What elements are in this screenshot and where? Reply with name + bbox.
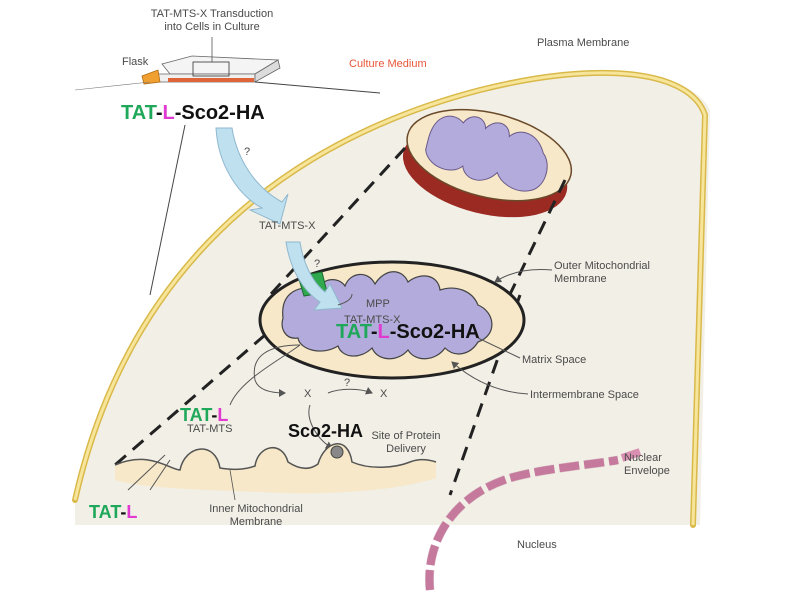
nucleus-label: Nucleus — [517, 539, 557, 551]
question-mark-3: ? — [344, 377, 351, 389]
mpp-label: MPP — [366, 298, 390, 310]
construct-label-top: TAT-L-Sco2-HA — [121, 102, 265, 124]
mitochondrion-top — [402, 108, 573, 218]
transduction-arrow — [215, 127, 289, 225]
matrix-space-label: Matrix Space — [522, 354, 587, 366]
x-left-label: X — [304, 388, 312, 400]
tat-mts-x-cytoplasm-label: TAT-MTS-X — [259, 220, 316, 232]
intermembrane-space-label: Intermembrane Space — [530, 389, 639, 401]
construct-label-cleaved: TAT-L — [180, 405, 229, 425]
x-right-label: X — [380, 388, 388, 400]
flask-label: Flask — [122, 56, 149, 68]
culture-medium-label: Culture Medium — [349, 58, 427, 70]
question-mark-1: ? — [244, 146, 251, 158]
nuclear-envelope — [424, 448, 642, 591]
tat-mts-x-matrix-label: TAT-MTS-X — [344, 314, 401, 326]
construct-label-mitochondrion: TAT-L-Sco2-HA — [336, 321, 480, 343]
inner-membrane-zoom — [114, 443, 437, 501]
import-arrow — [285, 241, 343, 311]
plasma-membrane-label: Plasma Membrane — [537, 37, 630, 49]
flask-icon — [74, 37, 281, 91]
question-mark-2: ? — [314, 258, 321, 270]
tat-mts-label: TAT-MTS — [187, 423, 233, 435]
construct-label-bottom: TAT-L — [89, 502, 138, 522]
sco2-ha-label: Sco2-HA — [288, 421, 364, 441]
